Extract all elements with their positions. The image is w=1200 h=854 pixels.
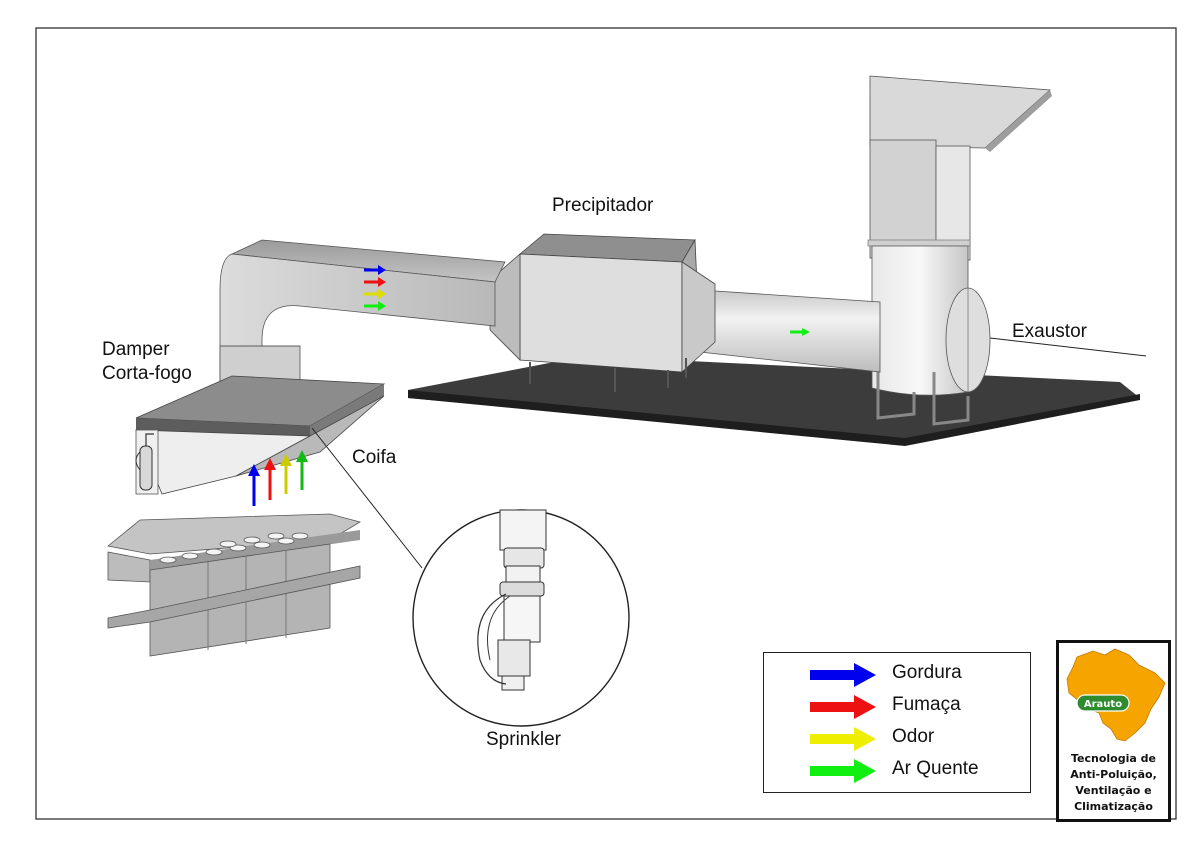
flow-arrow-icon — [810, 727, 876, 751]
sprinkler-detail — [412, 509, 630, 727]
legend-label: Gordura — [892, 662, 962, 683]
brand-caption-line: Ventilação e — [1075, 784, 1152, 797]
coifa-leader — [311, 427, 423, 569]
flow-arrow-icon — [364, 277, 386, 287]
platform-slab — [408, 356, 1140, 446]
hood — [135, 375, 386, 495]
stove-line — [107, 513, 362, 657]
precipitador-label: Precipitador — [552, 195, 654, 216]
fire-extinguisher-icon — [135, 433, 154, 491]
brand-caption-line: Tecnologia de — [1071, 752, 1156, 765]
legend-label: Fumaça — [892, 694, 961, 715]
duct-flow-arrows — [364, 265, 810, 336]
legend: Gordura Fumaça Odor Ar Quente — [763, 652, 1031, 793]
legend-label: Ar Quente — [892, 758, 979, 779]
brand-caption-line: Anti-Poluição, — [1070, 768, 1157, 781]
legend-item-gordura: Gordura — [810, 661, 1020, 687]
flow-arrow-icon — [364, 301, 386, 311]
damper-label-line2: Corta-fogo — [102, 363, 192, 384]
exaustor-label: Exaustor — [1012, 321, 1087, 342]
brand-caption-line: Climatização — [1074, 800, 1153, 813]
legend-item-fumaca: Fumaça — [810, 693, 1020, 719]
flow-arrow-icon — [810, 759, 876, 783]
flow-arrow-icon — [790, 328, 810, 336]
flow-arrow-icon — [810, 695, 876, 719]
flow-arrow-icon — [248, 464, 260, 506]
brand-box: Arauto Tecnologia de Anti-Poluição, Vent… — [1056, 640, 1171, 822]
precipitator — [489, 233, 716, 392]
brazil-map-icon: Arauto — [1066, 648, 1166, 742]
legend-item-odor: Odor — [810, 725, 1020, 751]
flow-arrow-icon — [264, 458, 276, 500]
flow-arrow-icon — [296, 450, 308, 490]
legend-item-ar-quente: Ar Quente — [810, 757, 1020, 783]
legend-label: Odor — [892, 726, 935, 747]
exaustor-leader — [989, 337, 1147, 357]
brand-caption: Tecnologia de Anti-Poluição, Ventilação … — [1059, 751, 1168, 815]
round-duct — [687, 289, 881, 373]
coifa-label: Coifa — [352, 447, 397, 468]
flow-arrow-icon — [364, 265, 386, 275]
rising-flow-arrows — [248, 450, 308, 506]
flow-arrow-icon — [810, 663, 876, 687]
flow-arrow-icon — [280, 454, 292, 494]
flow-arrow-icon — [364, 289, 386, 299]
brand-logo-text: Arauto — [1084, 699, 1122, 710]
sprinkler-head-icon — [477, 509, 547, 691]
frame-border — [35, 27, 1177, 820]
sprinkler-label: Sprinkler — [486, 729, 561, 750]
damper-label-line1: Damper — [102, 339, 170, 360]
exhaust-fan — [867, 75, 1052, 426]
